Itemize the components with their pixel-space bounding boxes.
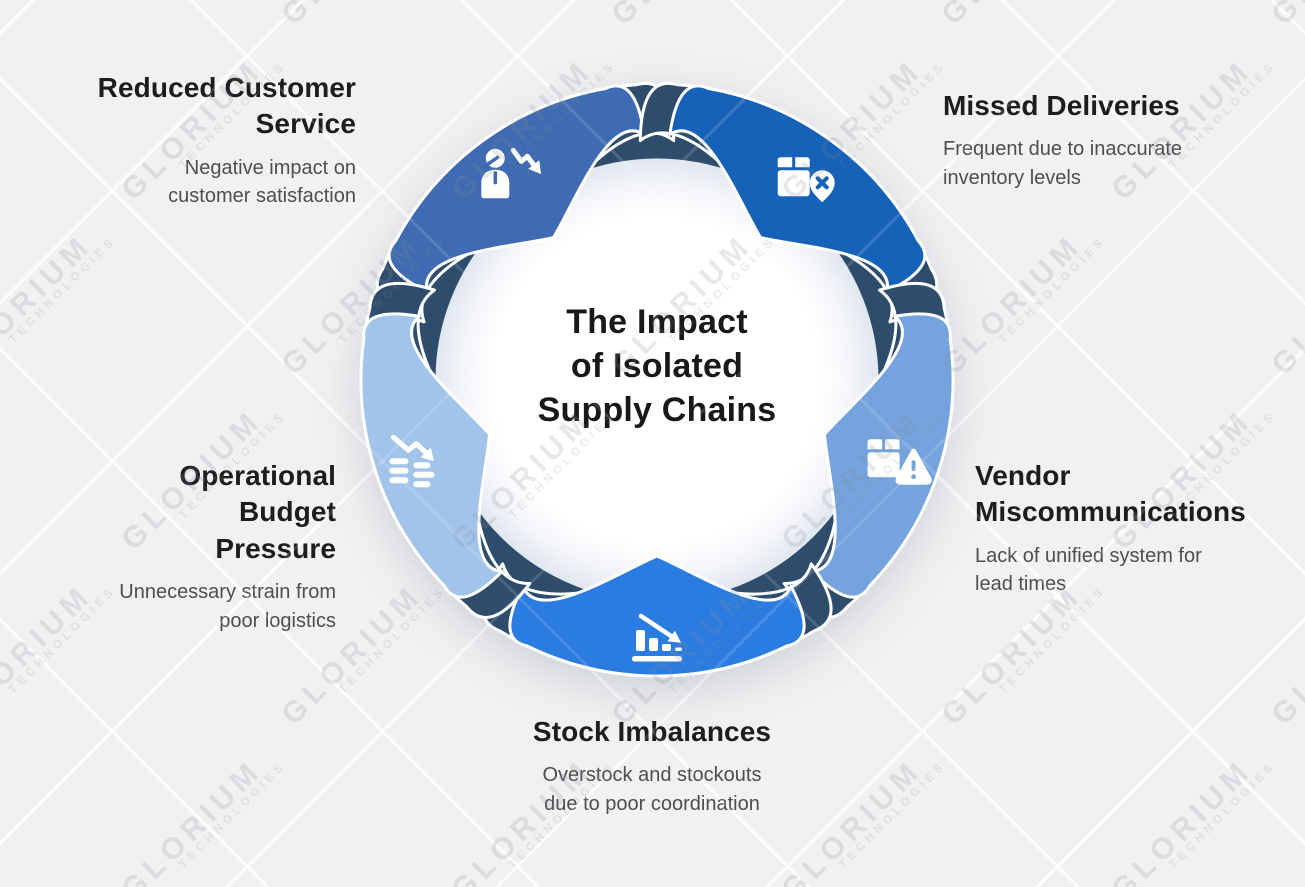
segment-heading: Reduced Customer Service xyxy=(97,72,356,140)
segment-heading: Operational Budget Pressure xyxy=(179,460,336,564)
segment-description: Frequent due to inaccurate inventory lev… xyxy=(943,138,1183,189)
segment-description: Unnecessary strain from poor logistics xyxy=(119,581,336,632)
segment-label-missed-deliveries: Missed Deliveries Frequent due to inaccu… xyxy=(943,88,1253,192)
segment-arrow-stock-imbalances xyxy=(508,554,806,678)
diagram-title-line: of Isolated xyxy=(570,347,744,385)
segment-description: Overstock and stockouts due to poor coor… xyxy=(542,764,762,815)
diagram-title-line: The Impact xyxy=(566,303,748,341)
diagram-title-line: Supply Chains xyxy=(537,391,777,429)
segment-label-vendor-miscommunications: Vendor Miscommunications Lack of unified… xyxy=(975,458,1287,599)
segment-arrow-reduced-customer-service xyxy=(387,84,646,294)
segment-heading: Missed Deliveries xyxy=(943,90,1180,121)
cycle-ring xyxy=(359,81,955,678)
segment-label-operational-budget-pressure: Operational Budget Pressure Unnecessary … xyxy=(26,458,336,635)
center-circle xyxy=(430,153,884,607)
segment-label-stock-imbalances: Stock Imbalances Overstock and stockouts… xyxy=(442,714,862,818)
segment-label-reduced-customer-service: Reduced Customer Service Negative impact… xyxy=(26,70,356,211)
diagram-title: The Impact of Isolated Supply Chains xyxy=(447,300,867,432)
segment-heading: Vendor Miscommunications xyxy=(975,460,1246,528)
segment-description: Lack of unified system for lead times xyxy=(975,544,1202,596)
segment-heading: Stock Imbalances xyxy=(532,716,772,747)
segment-description: Negative impact on customer satisfaction xyxy=(168,156,356,208)
